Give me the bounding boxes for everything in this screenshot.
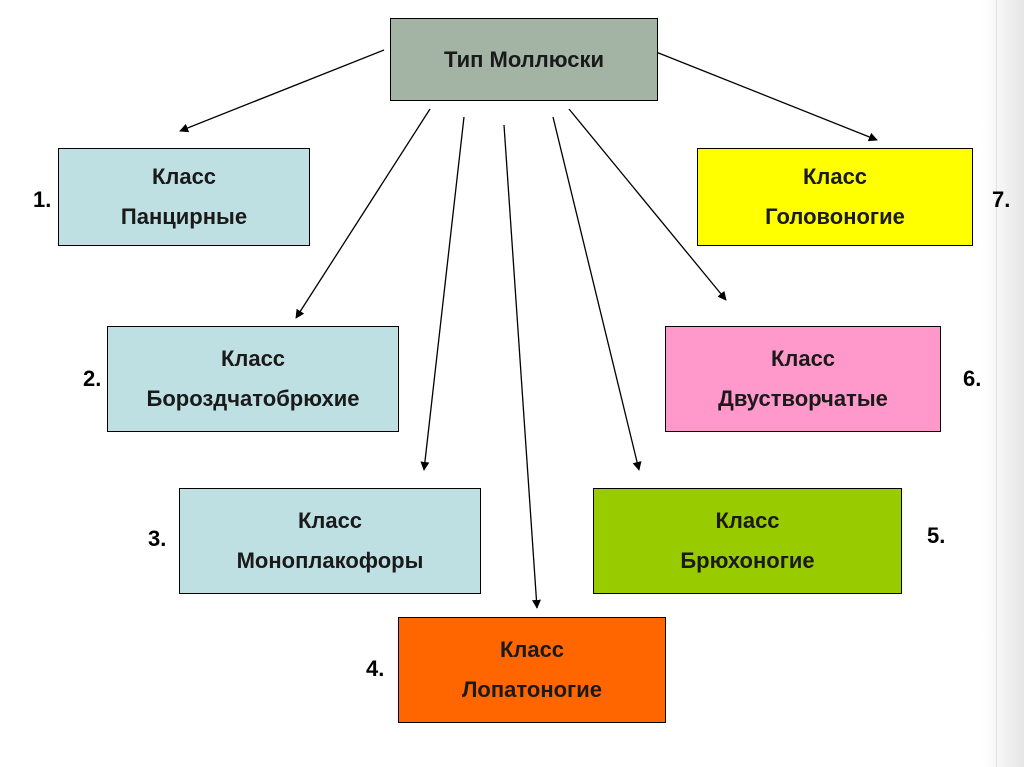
- arrow-to-class-7: [655, 51, 878, 142]
- class-3-line1: Класс: [297, 508, 363, 533]
- class-box-6: Класс Двустворчатые: [665, 326, 941, 432]
- class-box-7: Класс Головоногие: [697, 148, 973, 246]
- class-7-line2: Головоногие: [765, 204, 905, 229]
- arrow-to-class-4: [503, 124, 541, 609]
- class-2-line2: Бороздчатобрюхие: [146, 386, 360, 411]
- class-box-5: Класс Брюхоногие: [593, 488, 902, 594]
- class-6-line1: Класс: [770, 346, 836, 371]
- class-2-line1: Класс: [220, 346, 286, 371]
- class-1-line1: Класс: [151, 164, 217, 189]
- class-4-line1: Класс: [499, 637, 565, 662]
- root-label: Тип Моллюски: [444, 46, 604, 72]
- class-6-number: 6.: [963, 366, 982, 391]
- class-7-line1: Класс: [802, 164, 868, 189]
- class-box-2: Класс Бороздчатобрюхие: [107, 326, 399, 432]
- class-box-1: Класс Панцирные: [58, 148, 310, 246]
- arrow-to-class-6: [568, 108, 727, 301]
- class-box-3: Класс Моноплакофоры: [179, 488, 481, 594]
- class-3-line2: Моноплакофоры: [236, 548, 424, 573]
- arrow-to-class-1: [179, 49, 385, 133]
- class-4-number: 4.: [366, 656, 385, 681]
- class-5-line2: Брюхоногие: [680, 548, 815, 573]
- class-3-number: 3.: [148, 526, 167, 551]
- arrow-to-class-2: [295, 108, 431, 319]
- class-1-number: 1.: [33, 187, 52, 212]
- class-box-4: Класс Лопатоногие: [398, 617, 666, 723]
- class-1-line2: Панцирные: [120, 204, 248, 229]
- slide-right-edge: [982, 0, 1024, 767]
- class-4-line2: Лопатоногие: [462, 677, 602, 702]
- arrow-to-class-3: [420, 116, 465, 471]
- class-5-number: 5.: [927, 523, 946, 548]
- class-6-line2: Двустворчатые: [718, 386, 888, 411]
- arrow-to-class-5: [552, 116, 642, 471]
- class-5-line1: Класс: [715, 508, 780, 533]
- class-7-number: 7.: [992, 187, 1011, 212]
- class-2-number: 2.: [83, 366, 102, 391]
- root-box-phylum-mollusca: Тип Моллюски: [390, 18, 658, 101]
